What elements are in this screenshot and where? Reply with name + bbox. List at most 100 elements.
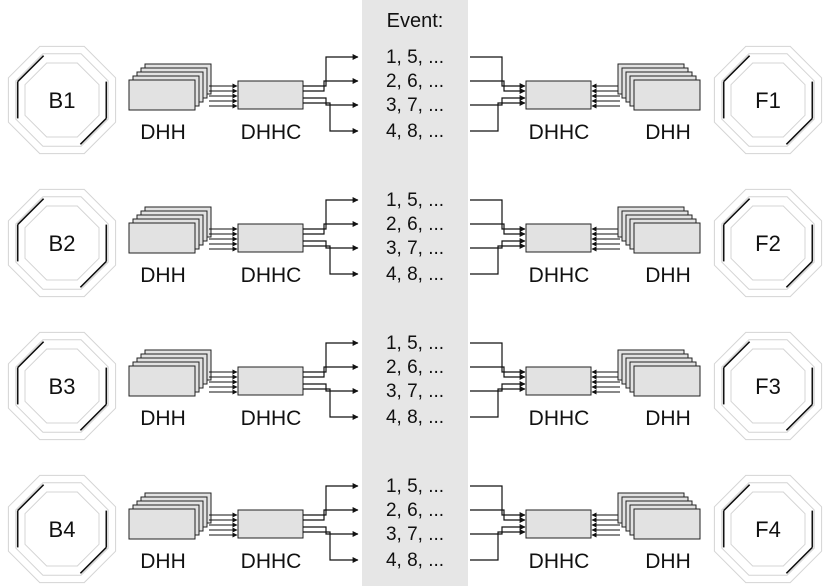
right-dhhc-label: DHHC [529, 550, 590, 573]
row-2: B2 DHH DHHC 1, 5, ... 2, 6, ... 3, 7, ..… [7, 188, 823, 298]
right-module-ring [713, 331, 823, 441]
right-dhhc-box [525, 223, 592, 253]
readout-link-arrow [303, 531, 359, 563]
detector-ring [24, 62, 100, 138]
readout-link-arrow [303, 78, 359, 92]
event-line-1: 1, 5, ... [386, 333, 444, 354]
left-module-label: B4 [49, 517, 76, 542]
detector-segment [79, 403, 107, 431]
detector-ring [15, 339, 109, 433]
readout-link-arrow [303, 97, 359, 108]
event-line-4: 4, 8, ... [386, 264, 444, 285]
readout-link-arrow [303, 102, 359, 134]
left-dhh-arrows [209, 369, 238, 395]
dhh-box [633, 222, 701, 254]
right-fanout [470, 199, 526, 275]
left-dhh-arrows [209, 512, 238, 538]
readout-link-arrow [470, 386, 526, 418]
detector-ring [721, 339, 815, 433]
right-module-ring [713, 45, 823, 155]
left-dhhc-label: DHHC [241, 407, 302, 430]
detector-ring [7, 331, 117, 441]
right-dhh-stack [617, 63, 701, 111]
right-module-label: F4 [755, 517, 781, 542]
row-3: B3 DHH DHHC 1, 5, ... 2, 6, ... 3, 7, ..… [7, 331, 823, 441]
detector-ring [7, 188, 117, 298]
right-fanout [470, 342, 526, 418]
right-dhh-stack [617, 492, 701, 540]
left-dhhc-box [237, 366, 304, 396]
detector-ring [730, 62, 806, 138]
detector-segment [723, 341, 751, 369]
event-line-4: 4, 8, ... [386, 407, 444, 428]
right-dhh-arrows [591, 226, 620, 252]
left-detector: B3 [7, 331, 117, 441]
left-dhh-label: DHH [140, 121, 186, 144]
readout-link-arrow [303, 526, 359, 537]
readout-link-arrow [470, 100, 526, 132]
detector-ring [721, 482, 815, 576]
detector-ring [7, 474, 117, 584]
detector-segment [79, 546, 107, 574]
detector-ring [24, 491, 100, 567]
readout-link-arrow [470, 529, 526, 561]
left-module-segments [16, 198, 108, 288]
readout-link-arrow [470, 223, 526, 237]
detector-ring [713, 331, 823, 441]
readout-link-arrow [303, 507, 359, 521]
right-detector: F4 [713, 474, 823, 584]
right-module-label: F3 [755, 374, 781, 399]
event-line-2: 2, 6, ... [386, 357, 444, 378]
detector-ring [730, 205, 806, 281]
event-line-2: 2, 6, ... [386, 214, 444, 235]
readout-link-arrow [470, 381, 526, 392]
readout-link-arrow [470, 485, 526, 518]
right-dhh-label: DHH [645, 121, 691, 144]
readout-link-arrow [470, 342, 526, 375]
event-line-4: 4, 8, ... [386, 121, 444, 142]
detector-segment [79, 117, 107, 145]
right-module-ring [713, 474, 823, 584]
readout-link-arrow [303, 221, 359, 235]
event-line-4: 4, 8, ... [386, 550, 444, 571]
right-detector: F2 [713, 188, 823, 298]
right-module-segments [722, 484, 814, 574]
detector-ring [730, 491, 806, 567]
right-fanout [470, 56, 526, 132]
row-1: B1 DHH DHHC 1, 5, ... 2, 6, ... 3, 7, ..… [7, 45, 823, 155]
event-line-2: 2, 6, ... [386, 500, 444, 521]
left-module-ring [7, 188, 117, 298]
left-detector: B4 [7, 474, 117, 584]
event-list: 1, 5, ... 2, 6, ... 3, 7, ... 4, 8, ... [386, 190, 444, 285]
readout-link-arrow [470, 509, 526, 523]
left-detector: B1 [7, 45, 117, 155]
left-module-segments [16, 484, 108, 574]
left-module-label: B2 [49, 231, 76, 256]
detector-segment [785, 260, 813, 288]
left-dhh-stack [128, 492, 212, 540]
detector-ring [24, 348, 100, 424]
right-dhhc-label: DHHC [529, 121, 590, 144]
detector-segment [17, 55, 45, 83]
event-line-2: 2, 6, ... [386, 71, 444, 92]
left-dhh-label: DHH [140, 407, 186, 430]
readout-link-arrow [303, 240, 359, 251]
left-dhh-label: DHH [140, 264, 186, 287]
right-detector: F1 [713, 45, 823, 155]
right-dhhc-box [525, 509, 592, 539]
right-dhh-stack [617, 206, 701, 254]
detector-segment [723, 484, 751, 512]
left-module-label: B1 [49, 88, 76, 113]
event-line-3: 3, 7, ... [386, 238, 444, 259]
right-dhh-arrows [591, 83, 620, 109]
right-module-label: F1 [755, 88, 781, 113]
detector-ring [24, 205, 100, 281]
right-dhhc-box [525, 80, 592, 110]
readout-link-arrow [470, 243, 526, 275]
left-dhh-stack [128, 63, 212, 111]
readout-link-arrow [303, 383, 359, 394]
event-line-1: 1, 5, ... [386, 47, 444, 68]
readout-link-arrow [303, 245, 359, 277]
event-list: 1, 5, ... 2, 6, ... 3, 7, ... 4, 8, ... [386, 333, 444, 428]
left-dhh-stack [128, 206, 212, 254]
